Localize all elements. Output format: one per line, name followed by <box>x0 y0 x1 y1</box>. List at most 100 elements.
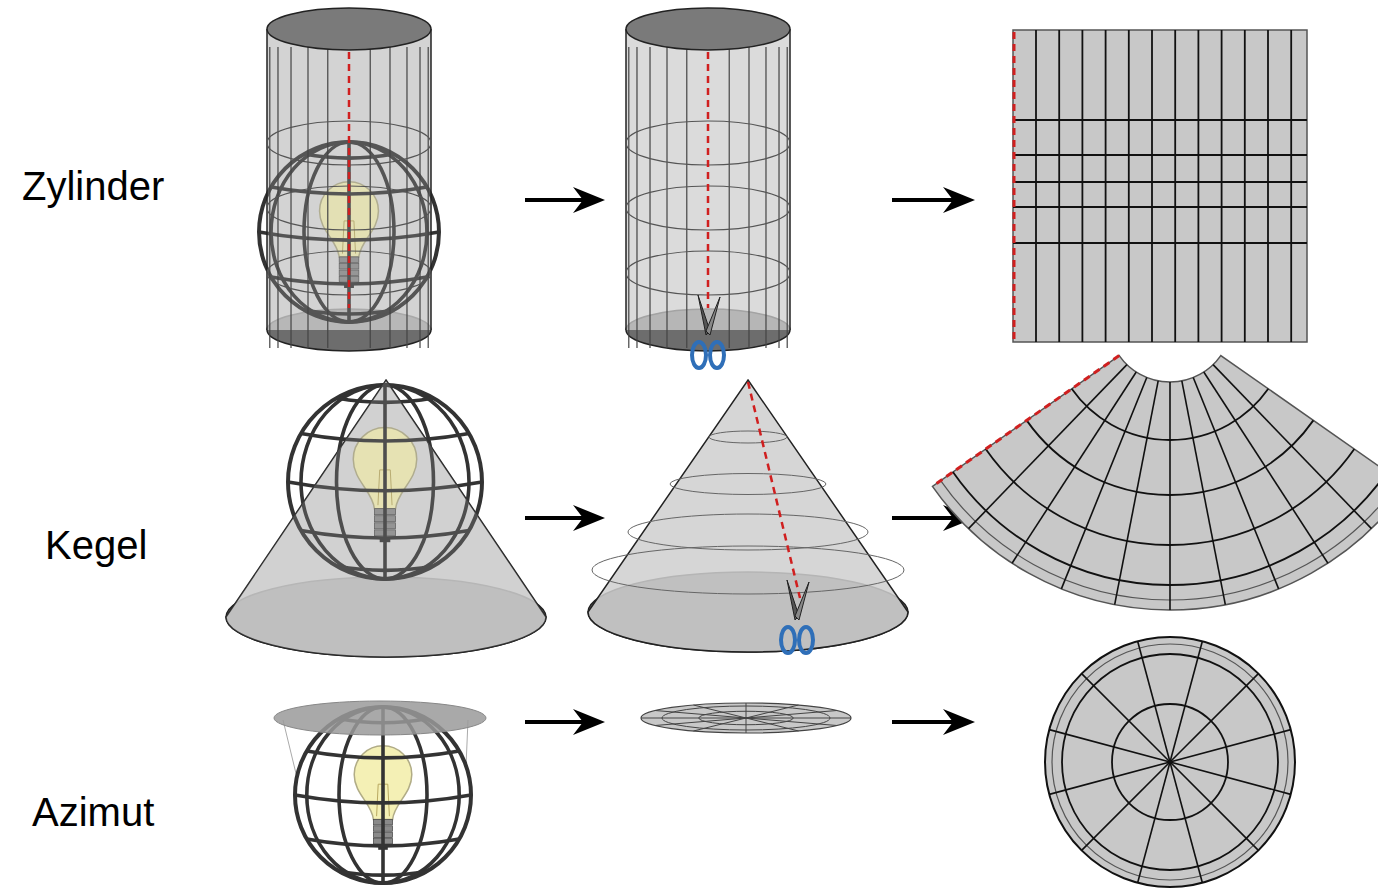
map-meridian <box>1049 762 1170 794</box>
cone-parallel <box>709 431 787 443</box>
step-arrow-head <box>573 505 605 531</box>
cut-line <box>748 382 800 598</box>
sheet-meridian <box>1198 30 1200 342</box>
fan-meridian <box>1204 372 1328 563</box>
disc-radial <box>655 711 837 726</box>
cylinder-meridian <box>428 47 429 348</box>
scissors <box>692 295 724 368</box>
cylinder-meridian <box>389 47 390 348</box>
step-arrow-shaft <box>525 198 585 202</box>
sheet-parallel <box>1013 242 1307 244</box>
scissors <box>781 580 813 653</box>
cut-line <box>1013 32 1016 340</box>
sheet-meridian <box>1290 30 1292 342</box>
scissor-handle <box>781 627 795 653</box>
cylinder-meridian <box>686 47 687 348</box>
fan-meridian <box>1213 365 1371 529</box>
scissor-handle <box>692 342 706 368</box>
cylinder-meridian <box>787 47 788 348</box>
cone-unrolled <box>932 356 1378 610</box>
cone-body-overlay <box>226 380 546 657</box>
fan-meridian <box>969 365 1127 529</box>
cone-body <box>588 380 908 652</box>
map-meridian <box>1170 762 1291 794</box>
map-meridian <box>1082 674 1170 762</box>
sheet-meridian <box>1151 30 1153 342</box>
sheet-parallel <box>1013 181 1307 183</box>
step-arrow-head <box>573 709 605 735</box>
cone-parallel <box>592 546 904 594</box>
globe-parallel <box>295 795 471 803</box>
disc <box>641 703 851 733</box>
sheet-meridian <box>1082 30 1084 342</box>
cylinder-meridian <box>406 47 407 348</box>
cylinder-meridian <box>748 47 749 348</box>
sheet-meridian <box>1244 30 1246 342</box>
step-arrow-shaft <box>892 198 955 202</box>
step-arrow-head <box>573 187 605 213</box>
cylinder-side <box>430 29 432 330</box>
sheet-meridian <box>1035 30 1037 342</box>
sheet-meridian <box>1128 30 1130 342</box>
row-label: Kegel <box>45 523 147 567</box>
step-arrow-shaft <box>892 720 955 724</box>
step-arrow-shaft <box>892 516 955 520</box>
map-meridian <box>1170 641 1202 762</box>
step-arrow-shaft <box>525 720 585 724</box>
cone-parallel <box>670 474 826 495</box>
fan-meridian <box>1182 381 1226 605</box>
sheet-parallel <box>1013 119 1307 121</box>
cylinder-top <box>267 8 431 50</box>
row-label: Zylinder <box>22 164 164 208</box>
map-meridian <box>1170 762 1258 850</box>
unrolled-fan <box>932 356 1378 610</box>
cylinder-meridian <box>269 47 270 348</box>
fan-meridian <box>1169 382 1171 610</box>
sheet-parallel <box>1013 206 1307 208</box>
cylinder-side <box>266 29 268 330</box>
scissor-blade <box>706 297 720 335</box>
step-arrow-shaft <box>525 516 585 520</box>
map-meridian <box>1170 730 1291 762</box>
map-meridian <box>1138 641 1170 762</box>
map-meridian <box>1170 762 1202 883</box>
cut-line <box>707 40 710 308</box>
cylinder-side <box>625 29 627 330</box>
sheet-meridian <box>1058 30 1060 342</box>
cylinder-meridian <box>649 47 650 348</box>
fan-parallel <box>953 472 1378 585</box>
globe-parallel <box>339 871 427 875</box>
step-arrow-head <box>943 709 975 735</box>
map-meridian <box>1082 762 1170 850</box>
scissor-handle <box>710 342 724 368</box>
cylinder-top <box>626 8 790 50</box>
cut-line <box>932 356 1119 487</box>
cylinder-meridian <box>765 47 766 348</box>
fan-meridian <box>1193 377 1278 588</box>
globe-parallel <box>307 839 459 846</box>
map-meridian <box>1170 674 1258 762</box>
sheet-meridian <box>1105 30 1107 342</box>
fan-meridian <box>1115 381 1159 605</box>
map-meridian <box>1049 730 1170 762</box>
sheet-meridian <box>1267 30 1269 342</box>
cylinder-side <box>789 29 791 330</box>
cylinder-meridian <box>666 47 667 348</box>
sheet-meridian <box>1221 30 1223 342</box>
scissor-handle <box>799 627 813 653</box>
flat-disc <box>641 703 851 733</box>
fan-meridian <box>1012 372 1136 563</box>
cone-parallel <box>628 514 868 550</box>
unrolled-sheet <box>1013 30 1307 342</box>
map-disc <box>1045 637 1295 887</box>
step-arrow-head <box>943 187 975 213</box>
row-label: Azimut <box>32 790 154 834</box>
cylinder-meridian <box>729 47 730 348</box>
fan-meridian <box>1061 377 1146 588</box>
cylinder-meridian <box>290 47 291 348</box>
map-meridian <box>1138 762 1170 883</box>
sheet-meridian <box>1174 30 1176 342</box>
cone-body <box>226 380 546 657</box>
cylinder-meridian <box>370 47 371 348</box>
